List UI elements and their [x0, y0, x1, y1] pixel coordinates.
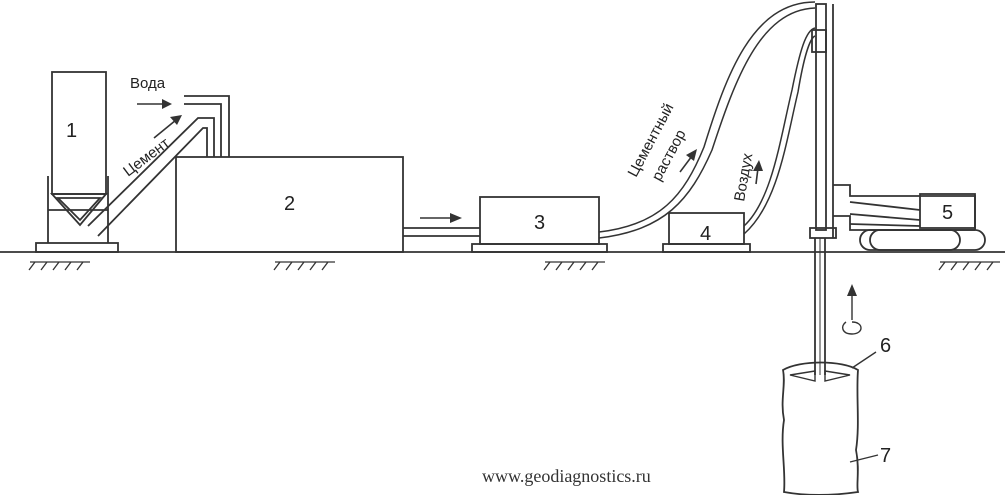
- label-6: 6: [880, 335, 891, 357]
- label-3: 3: [534, 212, 545, 234]
- grout-pump: [471, 196, 608, 253]
- cement-silo: [35, 71, 119, 253]
- mixer-pump-pipe: [403, 227, 480, 237]
- lift-arrowhead: [847, 284, 857, 296]
- mixer-unit: [175, 156, 404, 253]
- grout-arrow: [679, 149, 697, 173]
- water-label: Вода: [130, 75, 166, 92]
- flow-arrow: [420, 213, 462, 223]
- label-5: 5: [942, 202, 953, 224]
- label-1: 1: [66, 120, 77, 142]
- air-label: Воздух: [731, 152, 756, 203]
- drill-rod: [814, 238, 826, 375]
- cement-arrow: [153, 115, 182, 139]
- label-7: 7: [880, 445, 891, 467]
- watermark: www.geodiagnostics.ru: [482, 466, 651, 486]
- water-pipe: [184, 95, 230, 157]
- column-leader: [849, 454, 879, 463]
- air-compressor: [662, 212, 751, 253]
- water-arrow: [137, 99, 172, 109]
- cement-label: Цемент: [120, 134, 173, 180]
- rotation-arrow: [841, 290, 862, 335]
- label-2: 2: [284, 193, 295, 215]
- monitor-jets: [789, 351, 877, 382]
- air-hose: [743, 27, 816, 235]
- air-arrow: [753, 160, 763, 185]
- cement-conveyor: [87, 117, 215, 237]
- grout-hose: [598, 1, 816, 239]
- ground-hatch: [28, 261, 1000, 271]
- label-4: 4: [700, 223, 711, 245]
- drill-mast: [809, 3, 837, 239]
- drill-rig-crawler: [833, 184, 986, 251]
- soilcrete-column: [781, 361, 860, 495]
